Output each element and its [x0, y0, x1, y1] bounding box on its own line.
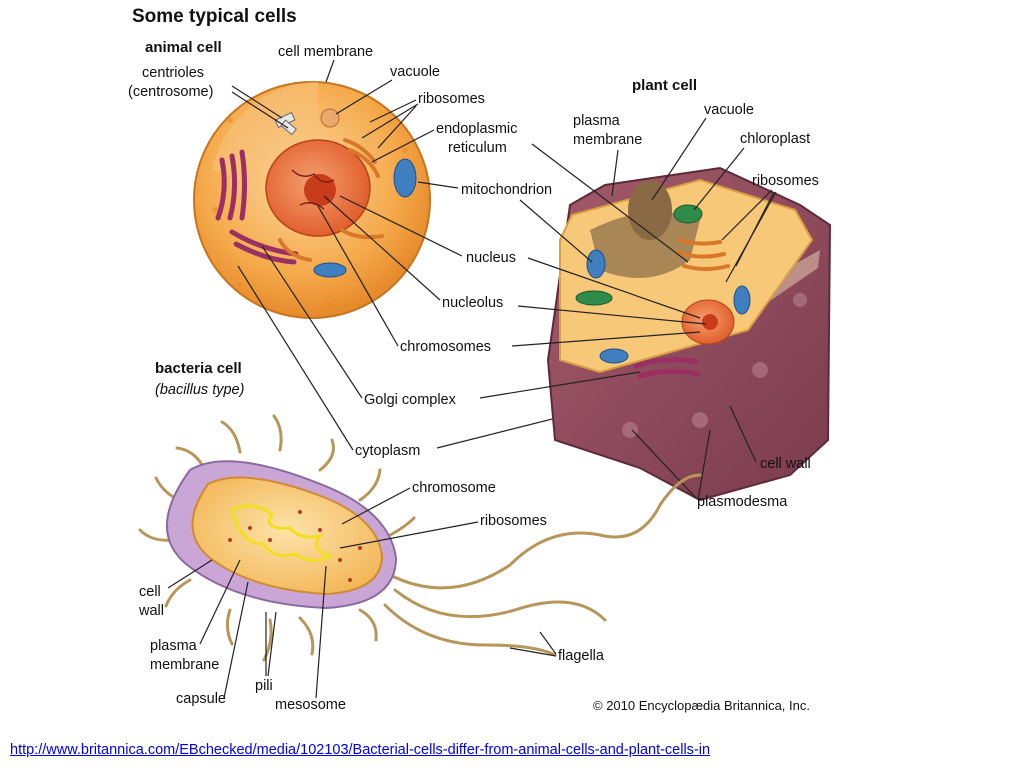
label-animal-vacuole: vacuole — [390, 64, 440, 80]
label-cell-wall: cell wall — [760, 456, 811, 472]
label-cytoplasm: cytoplasm — [355, 443, 420, 459]
label-cell-membrane: cell membrane — [278, 44, 373, 60]
label-bacteria-chromosome: chromosome — [412, 480, 496, 496]
label-mesosome: mesosome — [275, 697, 346, 713]
label-plasma-membrane-line2: membrane — [573, 132, 642, 148]
plant-leader-lines — [479, 117, 777, 501]
label-plasma-membrane-line1: plasma — [573, 113, 621, 129]
label-plasmodesma: plasmodesma — [697, 494, 788, 510]
bacteria-cell-illustration — [138, 414, 702, 662]
label-er-line2: reticulum — [448, 140, 507, 156]
label-nucleolus: nucleolus — [442, 295, 503, 311]
label-capsule: capsule — [176, 691, 226, 707]
plant-cell-illustration — [546, 166, 832, 502]
animal-cell-header: animal cell — [145, 39, 222, 56]
label-animal-ribosomes: ribosomes — [418, 91, 485, 107]
label-bacteria-plasma-line2: membrane — [150, 657, 219, 673]
label-er-line1: endoplasmic — [436, 121, 517, 137]
label-pili: pili — [255, 678, 273, 694]
label-mitochondrion: mitochondrion — [461, 182, 552, 198]
animal-leader-lines — [231, 59, 661, 451]
label-chromosomes: chromosomes — [400, 339, 491, 355]
source-link[interactable]: http://www.britannica.com/EBchecked/medi… — [10, 742, 711, 758]
bacteria-leader-lines — [167, 487, 557, 699]
label-bacteria-cell-wall-line2: wall — [138, 603, 164, 619]
label-golgi-complex: Golgi complex — [364, 392, 457, 408]
label-bacteria-plasma-line1: plasma — [150, 638, 198, 654]
bacteria-cell-subheader: (bacillus type) — [155, 382, 244, 398]
animal-cell-illustration — [193, 81, 431, 319]
label-chloroplast: chloroplast — [740, 131, 810, 147]
label-nucleus: nucleus — [466, 250, 516, 266]
label-flagella: flagella — [558, 648, 605, 664]
label-bacteria-cell-wall-line1: cell — [139, 584, 161, 600]
label-centrioles: centrioles — [142, 65, 204, 81]
figure-title: Some typical cells — [132, 6, 297, 27]
label-centrosome: (centrosome) — [128, 84, 213, 100]
copyright-notice: © 2010 Encyclopædia Britannica, Inc. — [593, 698, 810, 713]
label-plant-ribosomes: ribosomes — [752, 173, 819, 189]
label-plant-vacuole: vacuole — [704, 102, 754, 118]
bacteria-cell-header: bacteria cell — [155, 360, 242, 377]
label-bacteria-ribosomes: ribosomes — [480, 513, 547, 529]
plant-cell-header: plant cell — [632, 77, 697, 94]
